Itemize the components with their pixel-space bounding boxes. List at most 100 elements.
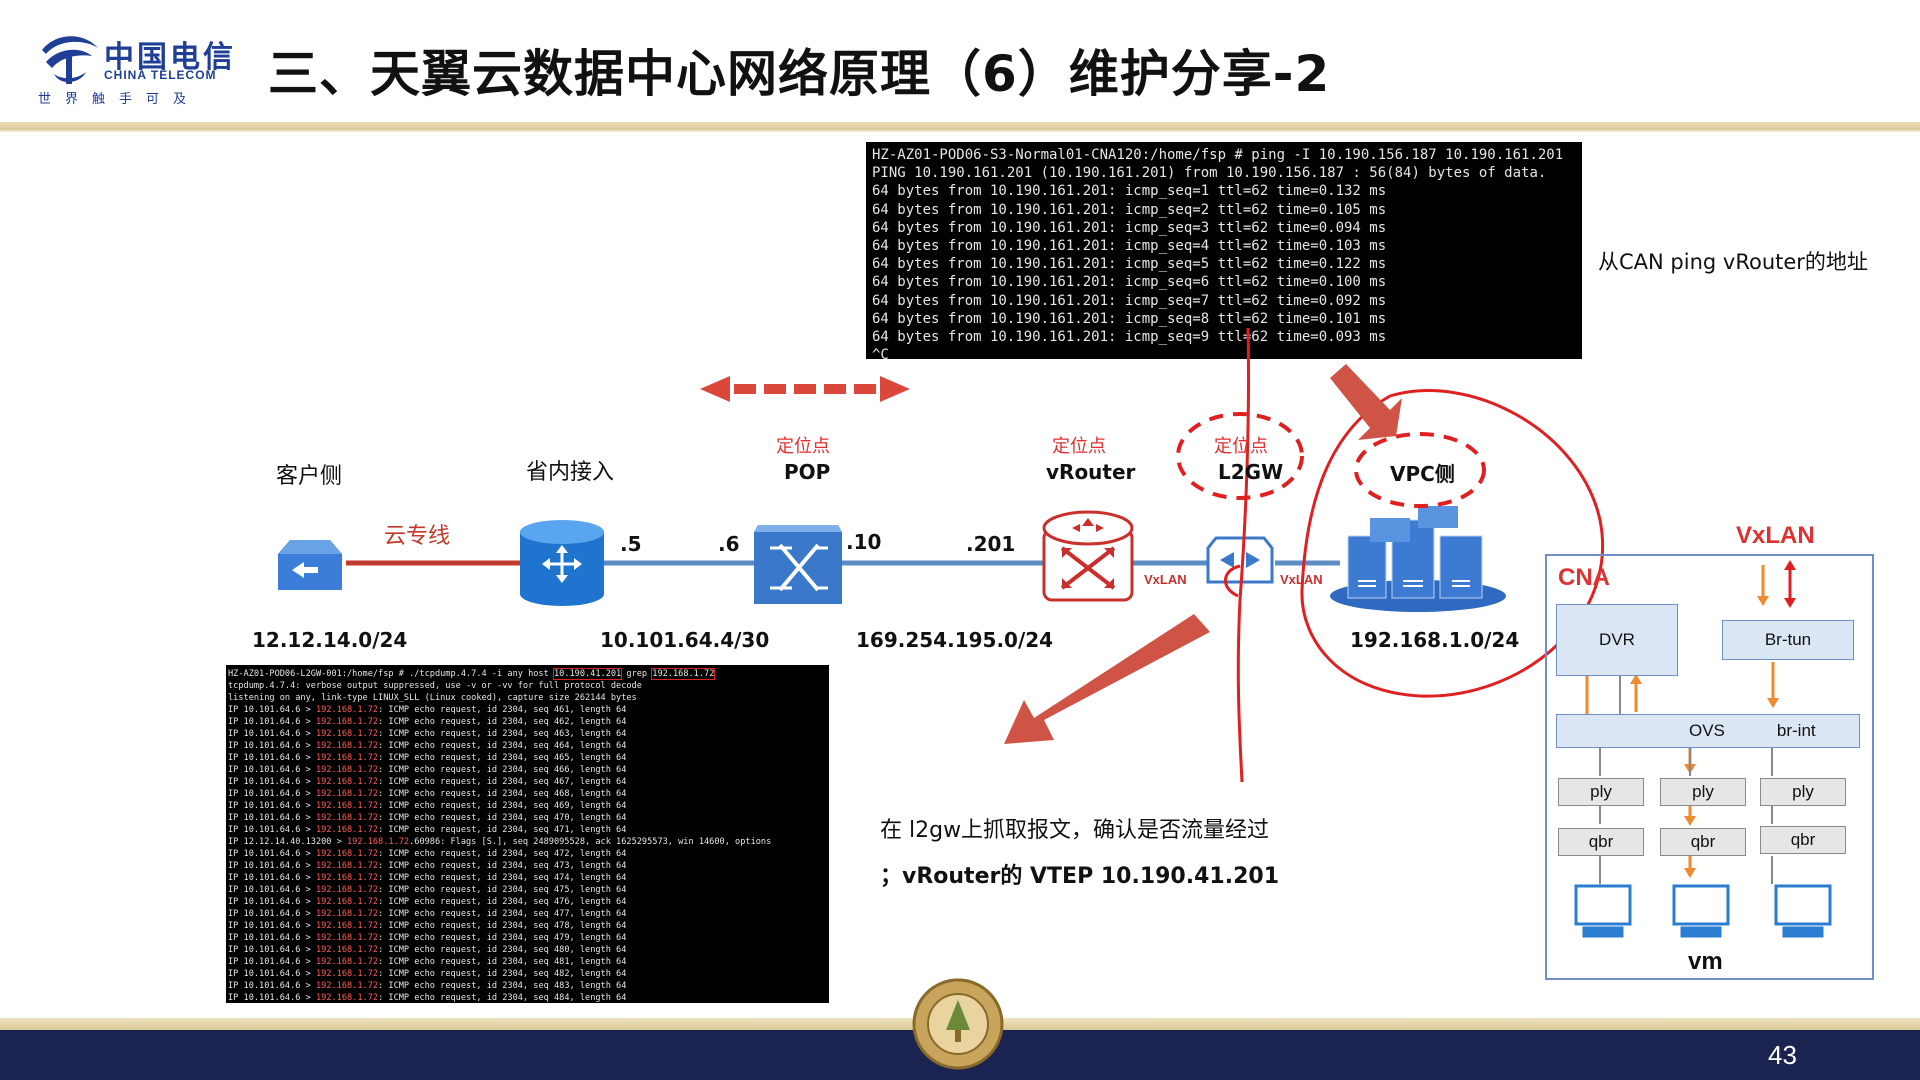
tcpdump-packet-row: IP 10.101.64.6 > 192.168.1.72: ICMP echo… <box>228 884 827 896</box>
vpc-servers-icon <box>1330 506 1506 612</box>
tcpdump-packet-row: IP 10.101.64.6 > 192.168.1.72: ICMP echo… <box>228 824 827 836</box>
terminal-text: IP 10.101.64.6 > <box>228 825 316 835</box>
terminal-text: : ICMP echo request, id 2304, seq 468, l… <box>378 789 627 799</box>
terminal-text: IP 12.12.14.40.13200 > <box>228 837 347 847</box>
terminal-text: : ICMP echo request, id 2304, seq 480, l… <box>378 945 627 955</box>
tcpdump-packet-row: IP 10.101.64.6 > 192.168.1.72: ICMP echo… <box>228 812 827 824</box>
tcpdump-info-line: listening on any, link-type LINUX_SLL (L… <box>228 692 827 704</box>
packet-dst-ip: 192.168.1.72 <box>315 849 379 859</box>
vrouter-tag-label: 定位点 <box>1052 436 1106 457</box>
tcpdump-packet-row: IP 10.101.64.6 > 192.168.1.72: ICMP echo… <box>228 752 827 764</box>
cna-label: CNA <box>1558 564 1610 591</box>
ply-box-2: ply <box>1660 778 1746 806</box>
terminal-text: IP 10.101.64.6 > <box>228 777 316 787</box>
terminal-text: : ICMP echo request, id 2304, seq 462, l… <box>378 717 627 727</box>
ping-terminal-line: 64 bytes from 10.190.161.201: icmp_seq=4… <box>872 238 1387 255</box>
packet-dst-ip: 192.168.1.72 <box>315 825 379 835</box>
logo-slogan: 世界触手可及 <box>38 92 201 107</box>
terminal-text: tcpdump.4.7.4: verbose output suppressed… <box>228 681 642 691</box>
terminal-text: HZ-AZ01-POD06-L2GW-001:/home/fsp # ./tcp… <box>228 669 554 679</box>
br-tun-box: Br-tun <box>1722 620 1854 660</box>
ply-box-3: ply <box>1760 778 1846 806</box>
terminal-text: : ICMP echo request, id 2304, seq 466, l… <box>378 765 627 775</box>
port-201-label: .201 <box>966 532 1016 556</box>
terminal-text: : ICMP echo request, id 2304, seq 467, l… <box>378 777 627 787</box>
packet-dst-ip: 192.168.1.72 <box>315 873 379 883</box>
packet-dst-ip: 192.168.1.72 <box>315 729 379 739</box>
terminal-text: IP 10.101.64.6 > <box>228 945 316 955</box>
terminal-text: : ICMP echo request, id 2304, seq 478, l… <box>378 921 627 931</box>
ply-box-1: ply <box>1558 778 1644 806</box>
cna-panel <box>1545 554 1874 980</box>
ping-terminal-line: 64 bytes from 10.190.161.201: icmp_seq=9… <box>872 329 1387 346</box>
tcpdump-packet-row: IP 10.101.64.6 > 192.168.1.72: ICMP echo… <box>228 932 827 944</box>
node-l2gw-label: L2GW <box>1218 460 1284 484</box>
node-vrouter-label: vRouter <box>1046 460 1136 484</box>
packet-dst-ip: 192.168.1.72 <box>315 741 379 751</box>
cloud-link-label: 云专线 <box>384 524 451 549</box>
capture-note-line1: 在 l2gw上抓取报文，确认是否流量经过 <box>880 818 1270 843</box>
subnet-vrouter: 169.254.195.0/24 <box>856 628 1054 652</box>
terminal-text: IP 10.101.64.6 > <box>228 969 316 979</box>
dashed-double-arrow-icon <box>700 376 910 402</box>
port-5-label: .5 <box>620 532 642 556</box>
terminal-text: IP 10.101.64.6 > <box>228 909 316 919</box>
node-province-label: 省内接入 <box>526 460 615 485</box>
vm-label: vm <box>1688 948 1723 975</box>
pop-tag-label: 定位点 <box>776 436 830 457</box>
terminal-text: IP 10.101.64.6 > <box>228 765 316 775</box>
packet-dst-ip: 192.168.1.72 <box>315 981 379 991</box>
packet-dst-ip: 192.168.1.72 <box>315 921 379 931</box>
tcpdump-packet-row: IP 10.101.64.6 > 192.168.1.72: ICMP echo… <box>228 764 827 776</box>
highlighted-host: 10.190.41.201 <box>552 668 623 680</box>
node-pop-label: POP <box>784 460 831 484</box>
packet-dst-ip: 192.168.1.72 <box>315 909 379 919</box>
packet-dst-ip: 192.168.1.72 <box>315 993 379 1003</box>
ping-terminal-line: 64 bytes from 10.190.161.201: icmp_seq=6… <box>872 274 1387 291</box>
packet-dst-ip: 192.168.1.72 <box>315 969 379 979</box>
terminal-text: : ICMP echo request, id 2304, seq 483, l… <box>378 981 627 991</box>
packet-dst-ip: 192.168.1.72 <box>315 957 379 967</box>
tcpdump-packet-row: IP 10.101.64.6 > 192.168.1.72: ICMP echo… <box>228 728 827 740</box>
packet-dst-ip: 192.168.1.72 <box>315 933 379 943</box>
subnet-vpc: 192.168.1.0/24 <box>1350 628 1520 652</box>
ovs-bar: OVS br-int <box>1556 714 1860 748</box>
terminal-text: .60986: Flags [S.], seq 2489095528, ack … <box>409 837 772 847</box>
packet-dst-ip: 192.168.1.72 <box>315 789 379 799</box>
ping-terminal: HZ-AZ01-POD06-S3-Normal01-CNA120:/home/f… <box>866 142 1582 359</box>
subnet-province: 10.101.64.4/30 <box>600 628 770 652</box>
terminal-text: : ICMP echo request, id 2304, seq 470, l… <box>378 813 627 823</box>
ping-terminal-line: 64 bytes from 10.190.161.201: icmp_seq=2… <box>872 201 1387 218</box>
terminal-text: : ICMP echo request, id 2304, seq 481, l… <box>378 957 627 967</box>
tcpdump-packet-row: IP 10.101.64.6 > 192.168.1.72: ICMP echo… <box>228 980 827 992</box>
packet-dst-ip: 192.168.1.72 <box>315 813 379 823</box>
tcpdump-packet-row: IP 10.101.64.6 > 192.168.1.72: ICMP echo… <box>228 968 827 980</box>
tcpdump-packet-row: IP 10.101.64.6 > 192.168.1.72: ICMP echo… <box>228 788 827 800</box>
page-number: 43 <box>1768 1040 1797 1070</box>
terminal-text: : ICMP echo request, id 2304, seq 471, l… <box>378 825 627 835</box>
header-divider-light <box>0 130 1920 132</box>
terminal-text: IP 10.101.64.6 > <box>228 933 316 943</box>
tcpdump-command-line: HZ-AZ01-POD06-L2GW-001:/home/fsp # ./tcp… <box>228 668 827 680</box>
port-10-label: .10 <box>846 530 882 554</box>
terminal-text: IP 10.101.64.6 > <box>228 885 316 895</box>
terminal-text: IP 10.101.64.6 > <box>228 801 316 811</box>
tcpdump-packet-row: IP 10.101.64.6 > 192.168.1.72: ICMP echo… <box>228 740 827 752</box>
terminal-text: IP 10.101.64.6 > <box>228 897 316 907</box>
terminal-text: listening on any, link-type LINUX_SLL (L… <box>228 693 637 703</box>
subnet-customer: 12.12.14.0/24 <box>252 628 408 652</box>
freehand-line <box>1236 327 1251 783</box>
port-6-label: .6 <box>718 532 740 556</box>
l2gw-device-icon <box>1206 536 1274 584</box>
vxlan-left-label: VxLAN <box>1144 572 1187 587</box>
packet-dst-ip: 192.168.1.72 <box>315 861 379 871</box>
qbr-box-2: qbr <box>1660 828 1746 856</box>
packet-dst-ip: 192.168.1.72 <box>315 885 379 895</box>
terminal-text: IP 10.101.64.6 > <box>228 729 316 739</box>
logo <box>36 28 226 108</box>
tcpdump-packet-row: IP 10.101.64.6 > 192.168.1.72: ICMP echo… <box>228 776 827 788</box>
china-telecom-logo-icon <box>42 36 98 84</box>
ovs-label: OVS <box>1689 721 1725 740</box>
qbr-box-3: qbr <box>1760 826 1846 854</box>
ping-terminal-line: ^C <box>872 347 889 359</box>
